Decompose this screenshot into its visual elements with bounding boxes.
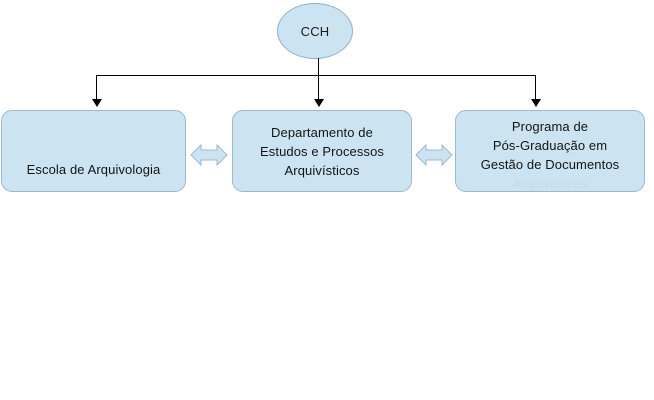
node-escola-de-arquivologia[interactable]: Escola de Arquivologia [1, 110, 186, 192]
arrowhead-right-icon [531, 99, 541, 107]
node-programa-de-pos-graduacao-em-gestao-de-documentos[interactable]: Programa de Pós-Graduação em Gestão de D… [455, 110, 645, 192]
connector-bus [96, 75, 536, 76]
arrowhead-center-icon [314, 99, 324, 107]
connector-root-stem [318, 58, 319, 76]
connector-drop-left [96, 75, 97, 101]
arrowhead-left-icon [92, 99, 102, 107]
bidirectional-arrow-right-icon [415, 138, 453, 172]
node-departamento-label: Departamento de Estudos e Processos Arqu… [259, 125, 385, 178]
node-cch[interactable]: CCH [277, 3, 353, 59]
node-programa-clipped-label: Arquivísticos [512, 176, 588, 191]
bidirectional-arrow-left-icon [190, 138, 228, 172]
node-escola-de-arquivologia-label: Escola de Arquivologia [26, 162, 161, 177]
connector-drop-right [535, 75, 536, 101]
node-departamento-de-estudos-e-processos-arquivisticos[interactable]: Departamento de Estudos e Processos Arqu… [232, 110, 412, 192]
connector-drop-center [318, 75, 319, 101]
node-programa-label: Programa de Pós-Graduação em Gestão de D… [480, 119, 620, 172]
node-cch-label: CCH [300, 23, 330, 39]
